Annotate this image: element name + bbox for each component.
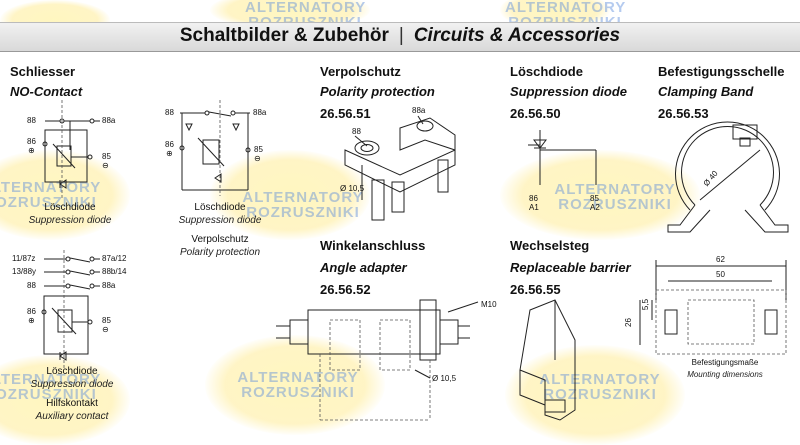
polarity-pin-plus: ⊕ xyxy=(166,149,173,158)
page-title: Schaltbilder & Zubehör | Circuits & Access… xyxy=(0,24,800,48)
aux-diode-en: Suppression diode xyxy=(30,379,114,390)
polarity-diode-en: Suppression diode xyxy=(178,215,262,226)
angle-adapter-dim: Ø 10,5 xyxy=(432,374,457,383)
aux-pin-minus: ⊖ xyxy=(102,325,109,334)
schliesser-pin-88a: 88a xyxy=(102,116,116,125)
verpolschutz-dim: Ø 10,5 xyxy=(340,184,365,193)
mount-dim-5-5: 5,5 xyxy=(641,298,651,311)
aux-pin-85: 85 xyxy=(102,316,111,325)
mount-dim-26: 26 xyxy=(623,318,633,327)
schliesser-pin-minus: ⊖ xyxy=(102,161,109,170)
aux-pin-88b-14: 88b/14 xyxy=(102,267,127,276)
schliesser-diode-en: Suppression diode xyxy=(28,215,112,226)
title-de: Schaltbilder & Zubehör xyxy=(179,25,389,46)
aux-diode-de: Löschdiode xyxy=(46,366,98,377)
watermark-blob xyxy=(505,345,685,445)
loeschdiode-subtitle: Suppression diode xyxy=(510,84,628,99)
polarity-pin-88: 88 xyxy=(165,108,174,117)
loeschdiode-drawing xyxy=(528,130,597,185)
verpolschutz-label-88a: 88a xyxy=(412,106,426,115)
watermark-blob xyxy=(210,150,370,240)
polarity-circuit-diagram xyxy=(179,100,251,196)
mount-dim-50: 50 xyxy=(716,270,725,279)
befestigung-part: 26.56.53 xyxy=(658,106,709,121)
schliesser-diode-de: Löschdiode xyxy=(44,202,96,213)
watermark-blob xyxy=(205,335,385,435)
schliesser-circuit-diagram xyxy=(42,100,100,200)
wechselsteg-subtitle: Replaceable barrier xyxy=(510,260,631,275)
mount-dim-62: 62 xyxy=(716,255,725,264)
schliesser-title: Schliesser xyxy=(10,64,76,79)
loeschdiode-title: Löschdiode xyxy=(510,64,583,79)
title-separator: | xyxy=(398,25,404,46)
watermark-blob xyxy=(500,150,700,240)
winkel-title: Winkelanschluss xyxy=(320,238,426,253)
replaceable-barrier-drawing xyxy=(519,299,576,421)
loeschdiode-part: 26.56.50 xyxy=(510,106,561,121)
aux-pin-plus: ⊕ xyxy=(28,316,35,325)
loeschdiode-85: 85 xyxy=(590,194,599,203)
polarity-prot-de: Verpolschutz xyxy=(191,234,249,245)
polarity-pin-86: 86 xyxy=(165,140,174,149)
watermark-blob xyxy=(0,150,130,240)
loeschdiode-86: 86 xyxy=(529,194,538,203)
verpolschutz-subtitle: Polarity protection xyxy=(320,84,435,99)
schliesser-pin-85: 85 xyxy=(102,152,111,161)
befestigung-subtitle: Clamping Band xyxy=(658,84,754,99)
aux-pin-87a-12: 87a/12 xyxy=(102,254,127,263)
loeschdiode-a1: A1 xyxy=(529,203,539,212)
polarity-pin-85: 85 xyxy=(254,145,263,154)
schliesser-subtitle: NO-Contact xyxy=(10,84,83,99)
mounting-dimensions-drawing xyxy=(639,260,787,355)
aux-pin-11-87z: 11/87z xyxy=(12,254,36,263)
winkel-subtitle: Angle adapter xyxy=(320,260,407,275)
wechselsteg-part: 26.56.55 xyxy=(510,282,561,297)
aux-contact-de: Hilfskontakt xyxy=(46,398,98,409)
befestigung-title: Befestigungsschelle xyxy=(658,64,785,79)
mount-label-de: Befestigungsmaße xyxy=(691,358,759,367)
aux-pin-88a: 88a xyxy=(102,281,116,290)
polarity-pin-88a: 88a xyxy=(253,108,267,117)
angle-adapter-drawing xyxy=(276,299,479,421)
watermark-blob xyxy=(0,355,130,445)
mount-label-en: Mounting dimensions xyxy=(687,370,763,379)
title-en: Circuits & Accessories xyxy=(413,25,621,46)
aux-contact-en: Auxiliary contact xyxy=(35,411,109,422)
winkel-part: 26.56.52 xyxy=(320,282,371,297)
loeschdiode-a2: A2 xyxy=(590,203,600,212)
verpolschutz-label-88: 88 xyxy=(352,127,361,136)
aux-pin-88: 88 xyxy=(27,281,36,290)
header-bar xyxy=(0,22,800,52)
verpolschutz-drawing xyxy=(344,115,456,221)
clamping-band-drawing xyxy=(667,121,789,233)
schliesser-pin-plus: ⊕ xyxy=(28,146,35,155)
aux-pin-13-88y: 13/88y xyxy=(12,267,37,276)
schliesser-pin-88: 88 xyxy=(27,116,36,125)
verpolschutz-part: 26.56.51 xyxy=(320,106,371,121)
schliesser-pin-86: 86 xyxy=(27,137,36,146)
verpolschutz-title: Verpolschutz xyxy=(320,64,401,79)
clamping-band-dim: Ø 40 xyxy=(701,168,720,189)
angle-adapter-m10: M10 xyxy=(481,300,497,309)
polarity-pin-minus: ⊖ xyxy=(254,154,261,163)
wechselsteg-title: Wechselsteg xyxy=(510,238,590,253)
polarity-prot-en: Polarity protection xyxy=(179,247,261,258)
auxiliary-circuit-diagram xyxy=(41,250,100,368)
polarity-diode-de: Löschdiode xyxy=(194,202,246,213)
aux-pin-86: 86 xyxy=(27,307,36,316)
